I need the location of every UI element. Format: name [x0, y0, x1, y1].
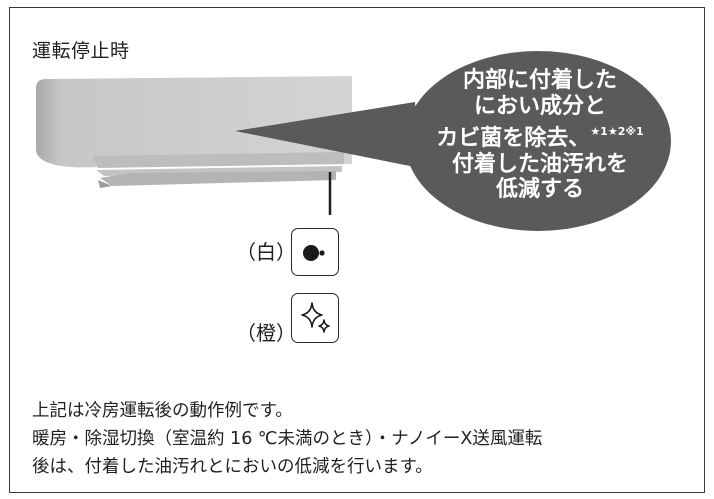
note-line-2: 暖房・除湿切換（室温約 16 ℃未満のとき）・ナノイーX送風運転: [32, 429, 543, 449]
indicator-lamp-white: [291, 228, 339, 276]
diagram-title: 運転停止時: [32, 40, 130, 62]
callout-text: 内部に付着した におい成分と カビ菌を除去、★1★2※1 付着した油汚れを 低減…: [405, 68, 675, 203]
sparkle-icon: [301, 302, 330, 333]
callout-line-3-text: カビ菌を除去、: [436, 126, 591, 151]
indicator-lamp-orange: [291, 293, 339, 343]
callout-line-4: 付着した油汚れを: [451, 151, 628, 177]
callout-line-3: カビ菌を除去、★1★2※1: [405, 119, 675, 152]
callout-bubble: [235, 51, 671, 231]
callout-line-2: におい成分と: [473, 93, 606, 119]
callout-line-5: 低減する: [495, 177, 584, 202]
nanoe-dot-icon: [303, 245, 325, 261]
note-line-1: 上記は冷房運転後の動作例です。: [32, 401, 293, 421]
air-conditioner-unit: [36, 76, 352, 188]
callout-line-1: 内部に付着した: [462, 68, 617, 93]
note-line-3: 後は、付着した油汚れとにおいの低減を行います。: [32, 457, 433, 477]
indicator-label-orange: （橙）: [236, 321, 296, 345]
callout-footnote: ★1★2※1: [590, 125, 644, 138]
indicator-label-white: （白）: [236, 240, 296, 264]
